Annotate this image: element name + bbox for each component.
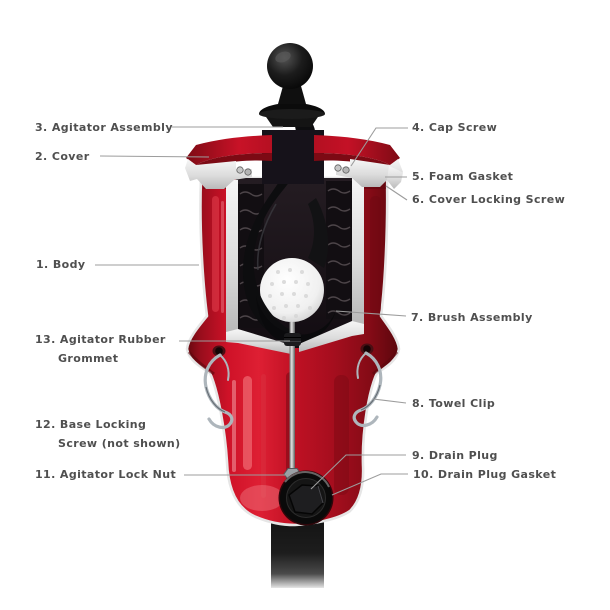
label-cover: 2. Cover: [35, 150, 90, 163]
agitator-rubber-grommet: [284, 333, 301, 346]
brush-right: [326, 181, 352, 319]
cover: [185, 130, 403, 189]
label-brush-assembly: 7. Brush Assembly: [411, 311, 533, 324]
foam-gasket: [336, 159, 403, 187]
label-cap-screw: 4. Cap Screw: [412, 121, 498, 134]
label-agitator-assembly: 3. Agitator Assembly: [35, 121, 173, 134]
label-body: 1. Body: [36, 258, 86, 271]
leader-drain-plug: [310, 454, 406, 490]
leader-drain-plug-gasket: [331, 473, 408, 496]
cut-walls: [226, 178, 364, 354]
label-drain-plug: 9. Drain Plug: [412, 449, 498, 462]
leader-cap-screw: [350, 127, 408, 167]
leader-lines: [95, 126, 408, 496]
leader-brush-assembly: [335, 310, 407, 317]
label-agitator-lock-nut: 11. Agitator Lock Nut: [35, 468, 177, 481]
foam-gasket-left: [185, 159, 252, 189]
drain-plug: [278, 470, 334, 526]
towel-clip-right: [352, 343, 383, 428]
label-drain-plug-gasket: 10. Drain Plug Gasket: [413, 468, 557, 481]
agitator-knob: [259, 43, 325, 127]
leader-towel-clip: [372, 398, 407, 404]
cap-screws: [236, 164, 350, 176]
mount-pole: [271, 514, 324, 588]
label-cover-locking-screw: 6. Cover Locking Screw: [412, 193, 566, 206]
cap-screw: [334, 164, 342, 172]
leader-cover: [99, 155, 210, 158]
towel-clip-left: [203, 345, 234, 430]
label-towel-clip: 8. Towel Clip: [412, 397, 496, 410]
leader-cover-locking-screw: [385, 185, 408, 201]
label-foam-gasket: 5. Foam Gasket: [412, 170, 514, 183]
